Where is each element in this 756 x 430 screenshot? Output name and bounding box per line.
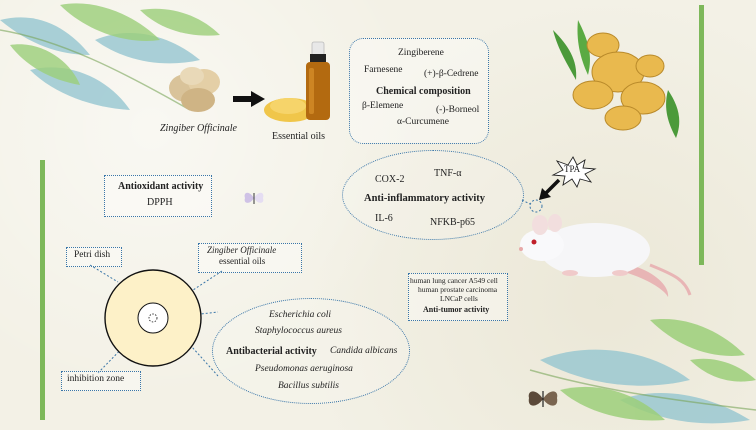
oil-label-species: Zingiber Officinale	[207, 245, 277, 255]
antioxidant-assay: DPPH	[147, 197, 173, 208]
tpa-burst-icon	[551, 156, 597, 189]
source-species-label: Zingiber Officinale	[160, 123, 237, 134]
tpa-label: TPA	[564, 164, 581, 174]
leaves-top-left-decoration	[0, 3, 220, 111]
essential-oil-bottle-image	[264, 41, 330, 122]
oil-label-box	[198, 243, 302, 273]
marker-cox2: COX-2	[375, 174, 405, 185]
inhibition-zone-label: inhibition zone	[67, 374, 125, 384]
butterfly-dark-icon	[528, 391, 558, 407]
anti-tumor-title: Anti-tumor activity	[423, 305, 490, 314]
chemical-composition-title: Chemical composition	[376, 86, 471, 97]
antioxidant-title: Antioxidant activity	[118, 181, 204, 192]
compound-farnesene: Farnesene	[364, 65, 403, 75]
anti-inflammatory-ellipse	[342, 150, 524, 240]
product-label: Essential oils	[272, 131, 326, 142]
organism-ecoli: Escherichia coli	[269, 310, 331, 320]
marker-tnf: TNF-α	[434, 168, 462, 179]
right-green-bar	[699, 5, 704, 265]
petri-dish-label: Petri dish	[74, 250, 111, 260]
compound-cedrene: (+)-β-Cedrene	[424, 69, 479, 79]
tpa-arrow-icon	[539, 178, 561, 200]
dried-ginger-slices-image	[169, 67, 220, 112]
anti-tumor-box	[408, 273, 508, 321]
antibacterial-ellipse	[212, 298, 410, 404]
chemical-composition-box	[349, 38, 489, 144]
antibacterial-title: Antibacterial activity	[226, 346, 317, 357]
mouse-image	[519, 214, 692, 297]
left-green-bar	[40, 160, 45, 420]
antioxidant-box	[104, 175, 212, 217]
butterfly-icon	[244, 192, 264, 204]
marker-il6: IL-6	[375, 213, 393, 224]
right-arrow-icon	[233, 91, 265, 107]
oil-label-rest: essential oils	[219, 256, 266, 266]
inhibition-zone-label-box	[61, 371, 141, 391]
organism-calbicans: Candida albicans	[330, 346, 398, 356]
anti-inflammatory-title: Anti-inflammatory activity	[364, 193, 486, 204]
compound-curcumene: α-Curcumene	[397, 117, 449, 127]
organism-bsubtilis: Bacillus subtilis	[278, 381, 339, 391]
tumor-line-3: LNCaP cells	[440, 294, 478, 303]
compound-zingiberene: Zingiberene	[398, 48, 444, 58]
compound-borneol: (-)-Borneol	[436, 105, 480, 115]
marker-nfkb: NFKB-p65	[430, 217, 476, 228]
organism-saureus: Staphylococcus aureus	[255, 326, 342, 336]
tumor-line-2: human prostate carcinoma	[418, 285, 498, 294]
organism-paeruginosa: Pseudomonas aeruginosa	[255, 364, 353, 374]
fresh-ginger-root-image	[553, 20, 680, 138]
compound-elemene: β-Elemene	[362, 101, 404, 111]
petri-dish-label-box	[66, 247, 122, 267]
leaves-bottom-right-decoration	[529, 319, 756, 424]
tumor-line-1: human lung cancer A549 cell	[410, 276, 498, 285]
